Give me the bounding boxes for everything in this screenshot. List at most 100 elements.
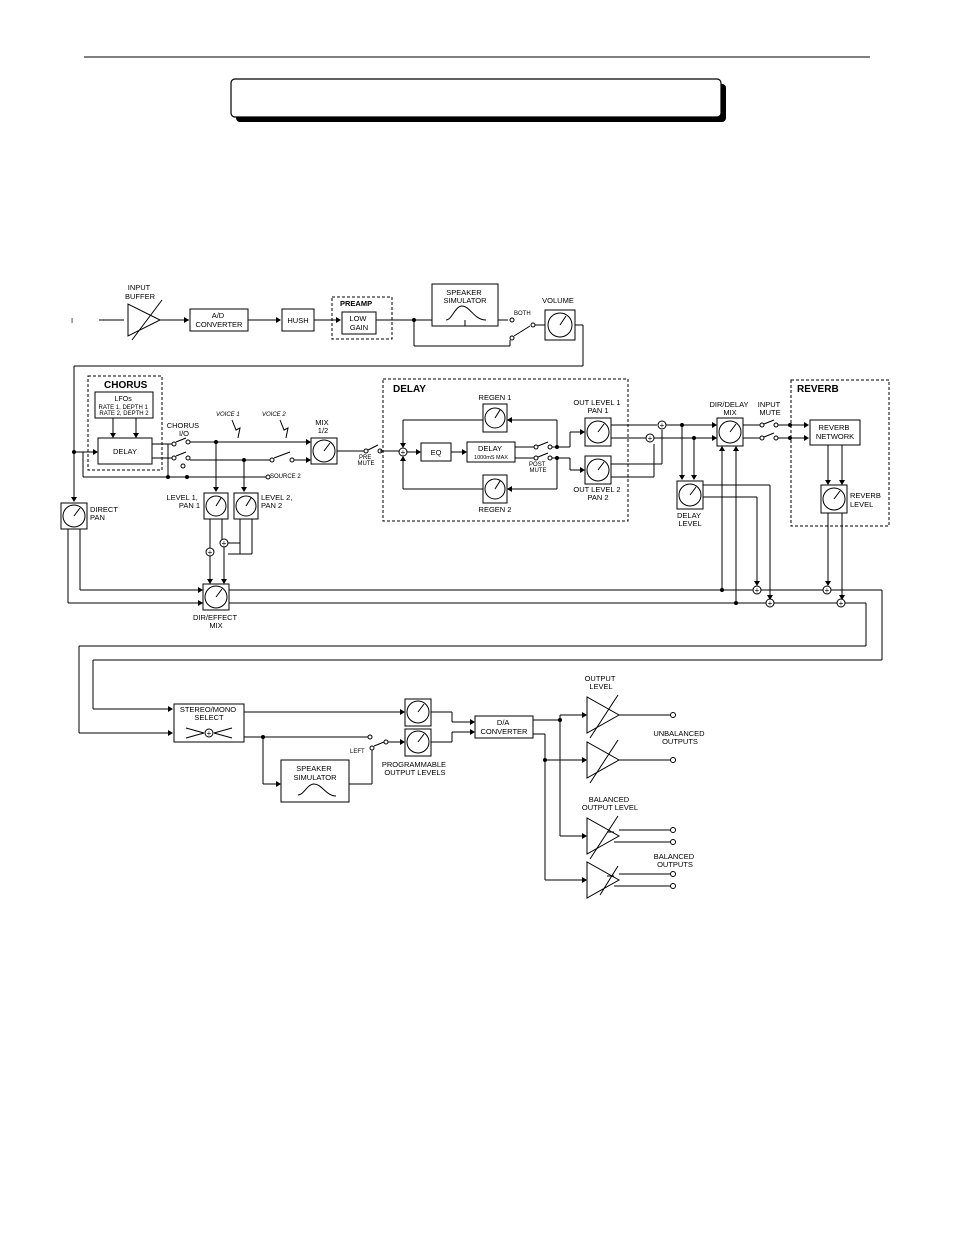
balanced-outputs-label: BALANCED OUTPUTS xyxy=(654,852,697,869)
chorus-group xyxy=(87,375,163,471)
low-gain-block xyxy=(341,311,377,335)
svg-text:+: + xyxy=(401,448,406,457)
balanced-amp-icon xyxy=(586,815,621,860)
prog-output-level1-knob xyxy=(404,698,432,727)
reverb-network-label: REVERB NETWORK xyxy=(816,423,854,441)
out-level1-knob xyxy=(584,417,612,447)
regen1-label: REGEN 1 xyxy=(479,393,512,402)
pre-mute-label: PRE MUTE xyxy=(358,455,375,467)
ad-converter-label: A/D CONVERTER xyxy=(196,311,244,329)
speaker-simulator-bottom-label: SPEAKER SIMULATOR xyxy=(293,764,337,782)
chorus-section: CHORUS LFOs RATE 1, DEPTH 1 RATE 2, DEPT… xyxy=(60,375,736,630)
input-mute-label: INPUT MUTE xyxy=(758,400,782,417)
delay-title: DELAY xyxy=(393,384,426,395)
output-amp-icon xyxy=(586,739,621,784)
lfos-label: LFOs RATE 1, DEPTH 1 RATE 2, DEPTH 2 xyxy=(99,396,150,417)
speaker-simulator-top-block xyxy=(431,283,499,327)
level1-knob xyxy=(203,492,229,520)
reverb-group xyxy=(790,379,890,527)
speaker-simulator-top-label: SPEAKER SIMULATOR xyxy=(443,288,487,305)
voice1-tick xyxy=(231,419,241,439)
reverb-level-label: REVERB LEVEL xyxy=(850,491,883,509)
svg-text:+: + xyxy=(208,548,213,557)
volume-knob xyxy=(544,309,576,341)
speaker-curve-icon xyxy=(297,783,337,797)
output-jack xyxy=(670,871,676,877)
regen1-knob xyxy=(482,403,508,433)
reverb-title: REVERB xyxy=(797,384,839,395)
regen2-knob xyxy=(482,474,508,504)
output-jack xyxy=(670,827,676,833)
dir-delay-mix-knob xyxy=(716,417,744,447)
output-section: STEREO/MONO SELECT + SPEAKER SIMULATOR L… xyxy=(173,674,706,899)
sum-icon xyxy=(204,728,214,738)
preamp-label: PREAMP xyxy=(340,299,372,308)
svg-text:+: + xyxy=(825,586,830,595)
delay-level-knob xyxy=(676,480,704,510)
da-converter-label: D/A CONVERTER xyxy=(481,718,529,736)
level2-label: LEVEL 2, PAN 2 xyxy=(261,493,295,510)
output-jack xyxy=(670,757,676,763)
speaker-curve-icon xyxy=(445,305,487,321)
speaker-simulator-bottom-block xyxy=(280,759,350,803)
da-converter-block xyxy=(474,715,534,739)
delay-line-block xyxy=(466,441,516,463)
lfos-block xyxy=(94,391,154,419)
output-amp-icon xyxy=(586,694,621,739)
balanced-amp-icon xyxy=(586,861,621,899)
dir-delay-mix-label: DIR/DELAY MIX xyxy=(710,400,751,417)
svg-text:+: + xyxy=(755,586,760,595)
level2-knob xyxy=(233,492,259,520)
output-jack xyxy=(670,883,676,889)
balanced-level-label: BALANCED OUTPUT LEVEL xyxy=(582,795,638,812)
dir-effect-mix-label: DIR/EFFECT MIX xyxy=(193,613,239,630)
both-label: BOTH xyxy=(514,311,531,317)
out-level2-knob xyxy=(584,455,612,485)
level1-label: LEVEL 1, PAN 1 xyxy=(166,493,200,510)
input-buffer-label: INPUT BUFFER xyxy=(125,283,156,301)
output-jack xyxy=(670,712,676,718)
svg-text:+: + xyxy=(660,421,665,430)
direct-pan-knob xyxy=(60,502,88,530)
hush-label: HUSH xyxy=(287,316,308,325)
svg-text:+: + xyxy=(768,599,773,608)
unbalanced-label: UNBALANCED OUTPUTS xyxy=(653,729,706,746)
reverb-network-block xyxy=(809,419,861,446)
low-gain-label: LOW GAIN xyxy=(349,314,368,332)
summing-row: + + + + xyxy=(78,585,883,736)
svg-text:+: + xyxy=(648,434,653,443)
svg-text:+: + xyxy=(207,729,212,738)
regen2-label: REGEN 2 xyxy=(479,505,512,514)
output-jack xyxy=(670,839,676,845)
out-level1-label: OUT LEVEL 1 PAN 1 xyxy=(573,398,622,415)
delay-line-label: DELAY 1000mS MAX xyxy=(474,444,508,461)
input-buffer-amp-icon xyxy=(127,299,163,341)
mix12-knob xyxy=(310,437,338,465)
input-section: I INPUT BUFFER A/D CONVERTER HUSH PREAMP… xyxy=(71,283,584,502)
voice1-label: VOICE 1 xyxy=(216,412,240,418)
dir-effect-mix-knob xyxy=(202,583,230,611)
reverb-section: REVERB REVERB NETWORK REVERB LEVEL xyxy=(790,379,890,600)
left-label: LEFT xyxy=(350,749,365,755)
preamp-group xyxy=(331,296,393,340)
prog-levels-label: PROGRAMMABLE OUTPUT LEVELS xyxy=(382,760,448,777)
reverb-level-knob xyxy=(820,484,848,514)
eq-label: EQ xyxy=(431,448,442,457)
delay-section: DELAY + EQ DELAY 1000mS MAX POST MUTE xyxy=(382,378,717,522)
prog-output-level2-knob xyxy=(404,728,432,757)
direct-pan-label: DIRECT PAN xyxy=(90,505,120,522)
stereo-mono-label: STEREO/MONO SELECT xyxy=(180,705,238,722)
title-box xyxy=(230,78,726,122)
post-mute-label: POST MUTE xyxy=(529,462,547,474)
voice2-label: VOICE 2 xyxy=(262,412,286,418)
dir-delay-section: DIR/DELAY MIX DELAY LEVEL xyxy=(380,400,809,605)
chorus-io-label: CHORUS I/O xyxy=(167,421,202,438)
volume-label: VOLUME xyxy=(542,296,574,305)
mix12-label: MIX 1/2 xyxy=(315,418,330,435)
source2-label: SOURCE 2 xyxy=(270,474,301,480)
svg-text:+: + xyxy=(839,599,844,608)
voice2-tick xyxy=(279,419,289,439)
delay-level-label: DELAY LEVEL xyxy=(677,511,703,528)
delay-group xyxy=(382,378,629,522)
